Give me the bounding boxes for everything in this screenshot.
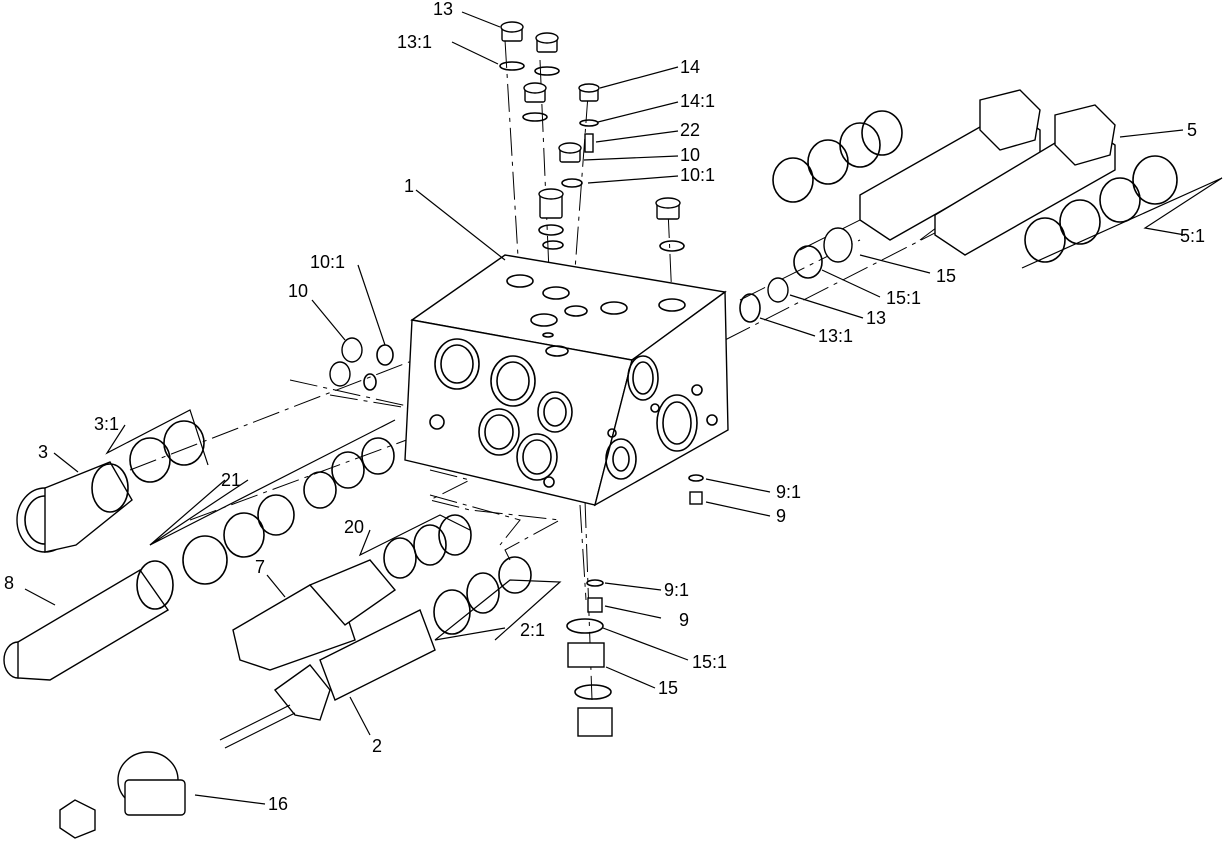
label-20: 20 (344, 517, 364, 537)
plug-14 (578, 83, 600, 153)
label-14-1: 14:1 (680, 91, 715, 111)
label-10-left: 10 (288, 281, 308, 301)
valve-7 (232, 514, 472, 671)
label-5-1: 5:1 (1180, 226, 1205, 246)
callout-labels: 13 13:1 14 14:1 22 10 10:1 1 5 5:1 15 15… (4, 0, 1205, 814)
label-2: 2 (372, 736, 382, 756)
cartridge-8 (3, 437, 395, 681)
assembly-centerlines (129, 39, 1001, 701)
plug-13-b (534, 32, 560, 76)
label-13-top: 13 (433, 0, 453, 19)
label-9-1-upper: 9:1 (776, 482, 801, 502)
cartridges-5 (772, 89, 1178, 263)
label-13-1-right: 13:1 (818, 326, 853, 346)
label-10-1-top: 10:1 (680, 165, 715, 185)
left-plugs (329, 337, 394, 391)
label-9-upper: 9 (776, 506, 786, 526)
label-16: 16 (268, 794, 288, 814)
label-13-1-top: 13:1 (397, 32, 432, 52)
label-10-top: 10 (680, 145, 700, 165)
leader-lines (24, 11, 1223, 805)
label-5: 5 (1187, 120, 1197, 140)
cartridge-3 (16, 420, 205, 553)
label-15-1-right: 15:1 (886, 288, 921, 308)
label-15-1-bottom: 15:1 (692, 652, 727, 672)
label-9-lower: 9 (679, 610, 689, 630)
plug-long (538, 188, 564, 250)
label-2-1: 2:1 (520, 620, 545, 640)
plug-13-top (499, 21, 525, 71)
plug-right-top (655, 197, 685, 252)
label-9-1-lower: 9:1 (664, 580, 689, 600)
label-10-1-left: 10:1 (310, 252, 345, 272)
label-7: 7 (255, 557, 265, 577)
label-3-1: 3:1 (94, 414, 119, 434)
label-21: 21 (221, 470, 241, 490)
label-8: 8 (4, 573, 14, 593)
right-plugs (739, 227, 853, 323)
label-15-right: 15 (936, 266, 956, 286)
top-plugs (499, 21, 685, 252)
valve-2 (59, 556, 532, 839)
manifold-block (404, 254, 729, 507)
label-15-bottom: 15 (658, 678, 678, 698)
label-3: 3 (38, 442, 48, 462)
label-1: 1 (404, 176, 414, 196)
label-22: 22 (680, 120, 700, 140)
plug-10-top (558, 142, 583, 188)
bottom-plugs (566, 474, 704, 737)
plug-13-c (522, 82, 548, 122)
label-13-right: 13 (866, 308, 886, 328)
label-14: 14 (680, 57, 700, 77)
